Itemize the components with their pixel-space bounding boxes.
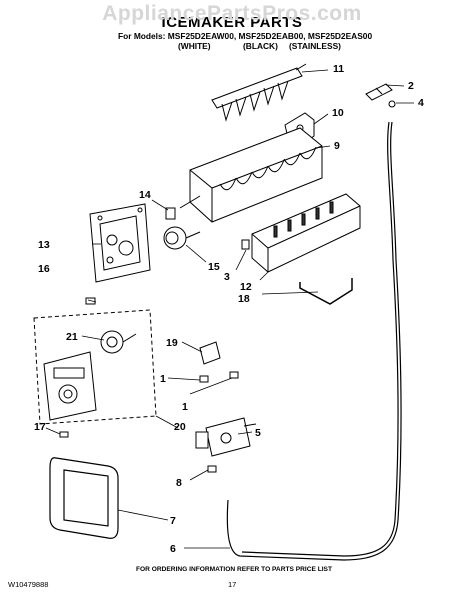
part-ice-ejector — [211, 63, 307, 122]
part-screw-4 — [388, 100, 396, 108]
part-front-cover — [49, 457, 119, 539]
part-screw-17 — [59, 431, 69, 438]
part-control-module — [43, 351, 97, 421]
diagram-part-number: W10479888 — [8, 580, 49, 589]
callout-10: 10 — [332, 107, 344, 119]
page-number: 17 — [228, 580, 237, 589]
part-thermostat — [163, 226, 201, 250]
part-ice-mold — [179, 127, 323, 223]
callout-5: 5 — [255, 427, 261, 439]
callout-1-upper: 1 — [160, 373, 166, 385]
part-screw-1 — [199, 371, 239, 383]
callout-20: 20 — [174, 421, 186, 433]
color-label-white: (WHITE) — [178, 41, 211, 51]
callout-11: 11 — [333, 63, 344, 75]
callout-17: 17 — [34, 421, 46, 433]
callout-16: 16 — [38, 263, 50, 275]
callout-labels: 11 2 4 10 9 14 13 15 3 16 12 18 21 19 1 … — [34, 63, 424, 555]
callout-9: 9 — [334, 140, 340, 152]
callout-7: 7 — [170, 515, 176, 527]
callout-3: 3 — [224, 271, 230, 283]
part-wire-harness — [199, 341, 221, 365]
part-screw-8 — [207, 465, 217, 473]
color-label-stainless: (STAINLESS) — [289, 41, 341, 51]
part-tube-bracket — [365, 83, 393, 101]
callout-13: 13 — [38, 239, 50, 251]
page-title: ICEMAKER PARTS — [161, 14, 303, 31]
part-water-line — [226, 121, 402, 561]
watermark: AppliancePartsPros.com — [102, 2, 362, 25]
part-stripper — [251, 193, 361, 273]
callout-19: 19 — [166, 337, 178, 349]
part-water-valve — [195, 417, 257, 457]
callout-4: 4 — [418, 97, 424, 109]
color-label-black: (BLACK) — [243, 41, 278, 51]
part-clip — [165, 207, 176, 220]
part-control-housing — [89, 203, 151, 283]
ordering-info: FOR ORDERING INFORMATION REFER TO PARTS … — [136, 566, 332, 573]
leader-lines — [45, 69, 414, 549]
model-list: For Models: MSF25D2EAW00, MSF25D2EAB00, … — [118, 31, 373, 41]
motor-assembly-outline — [33, 309, 157, 425]
callout-6: 6 — [170, 543, 176, 555]
part-screw-3 — [241, 239, 250, 250]
callout-8: 8 — [176, 477, 182, 489]
callout-15: 15 — [208, 261, 220, 273]
callout-1-lower: 1 — [182, 401, 188, 413]
callout-2: 2 — [408, 80, 414, 92]
callout-18: 18 — [238, 293, 250, 305]
callout-12: 12 — [240, 281, 252, 293]
part-shutoff-arm — [299, 278, 353, 305]
callout-21: 21 — [66, 331, 78, 343]
callout-14: 14 — [139, 189, 151, 201]
part-motor — [100, 330, 137, 354]
